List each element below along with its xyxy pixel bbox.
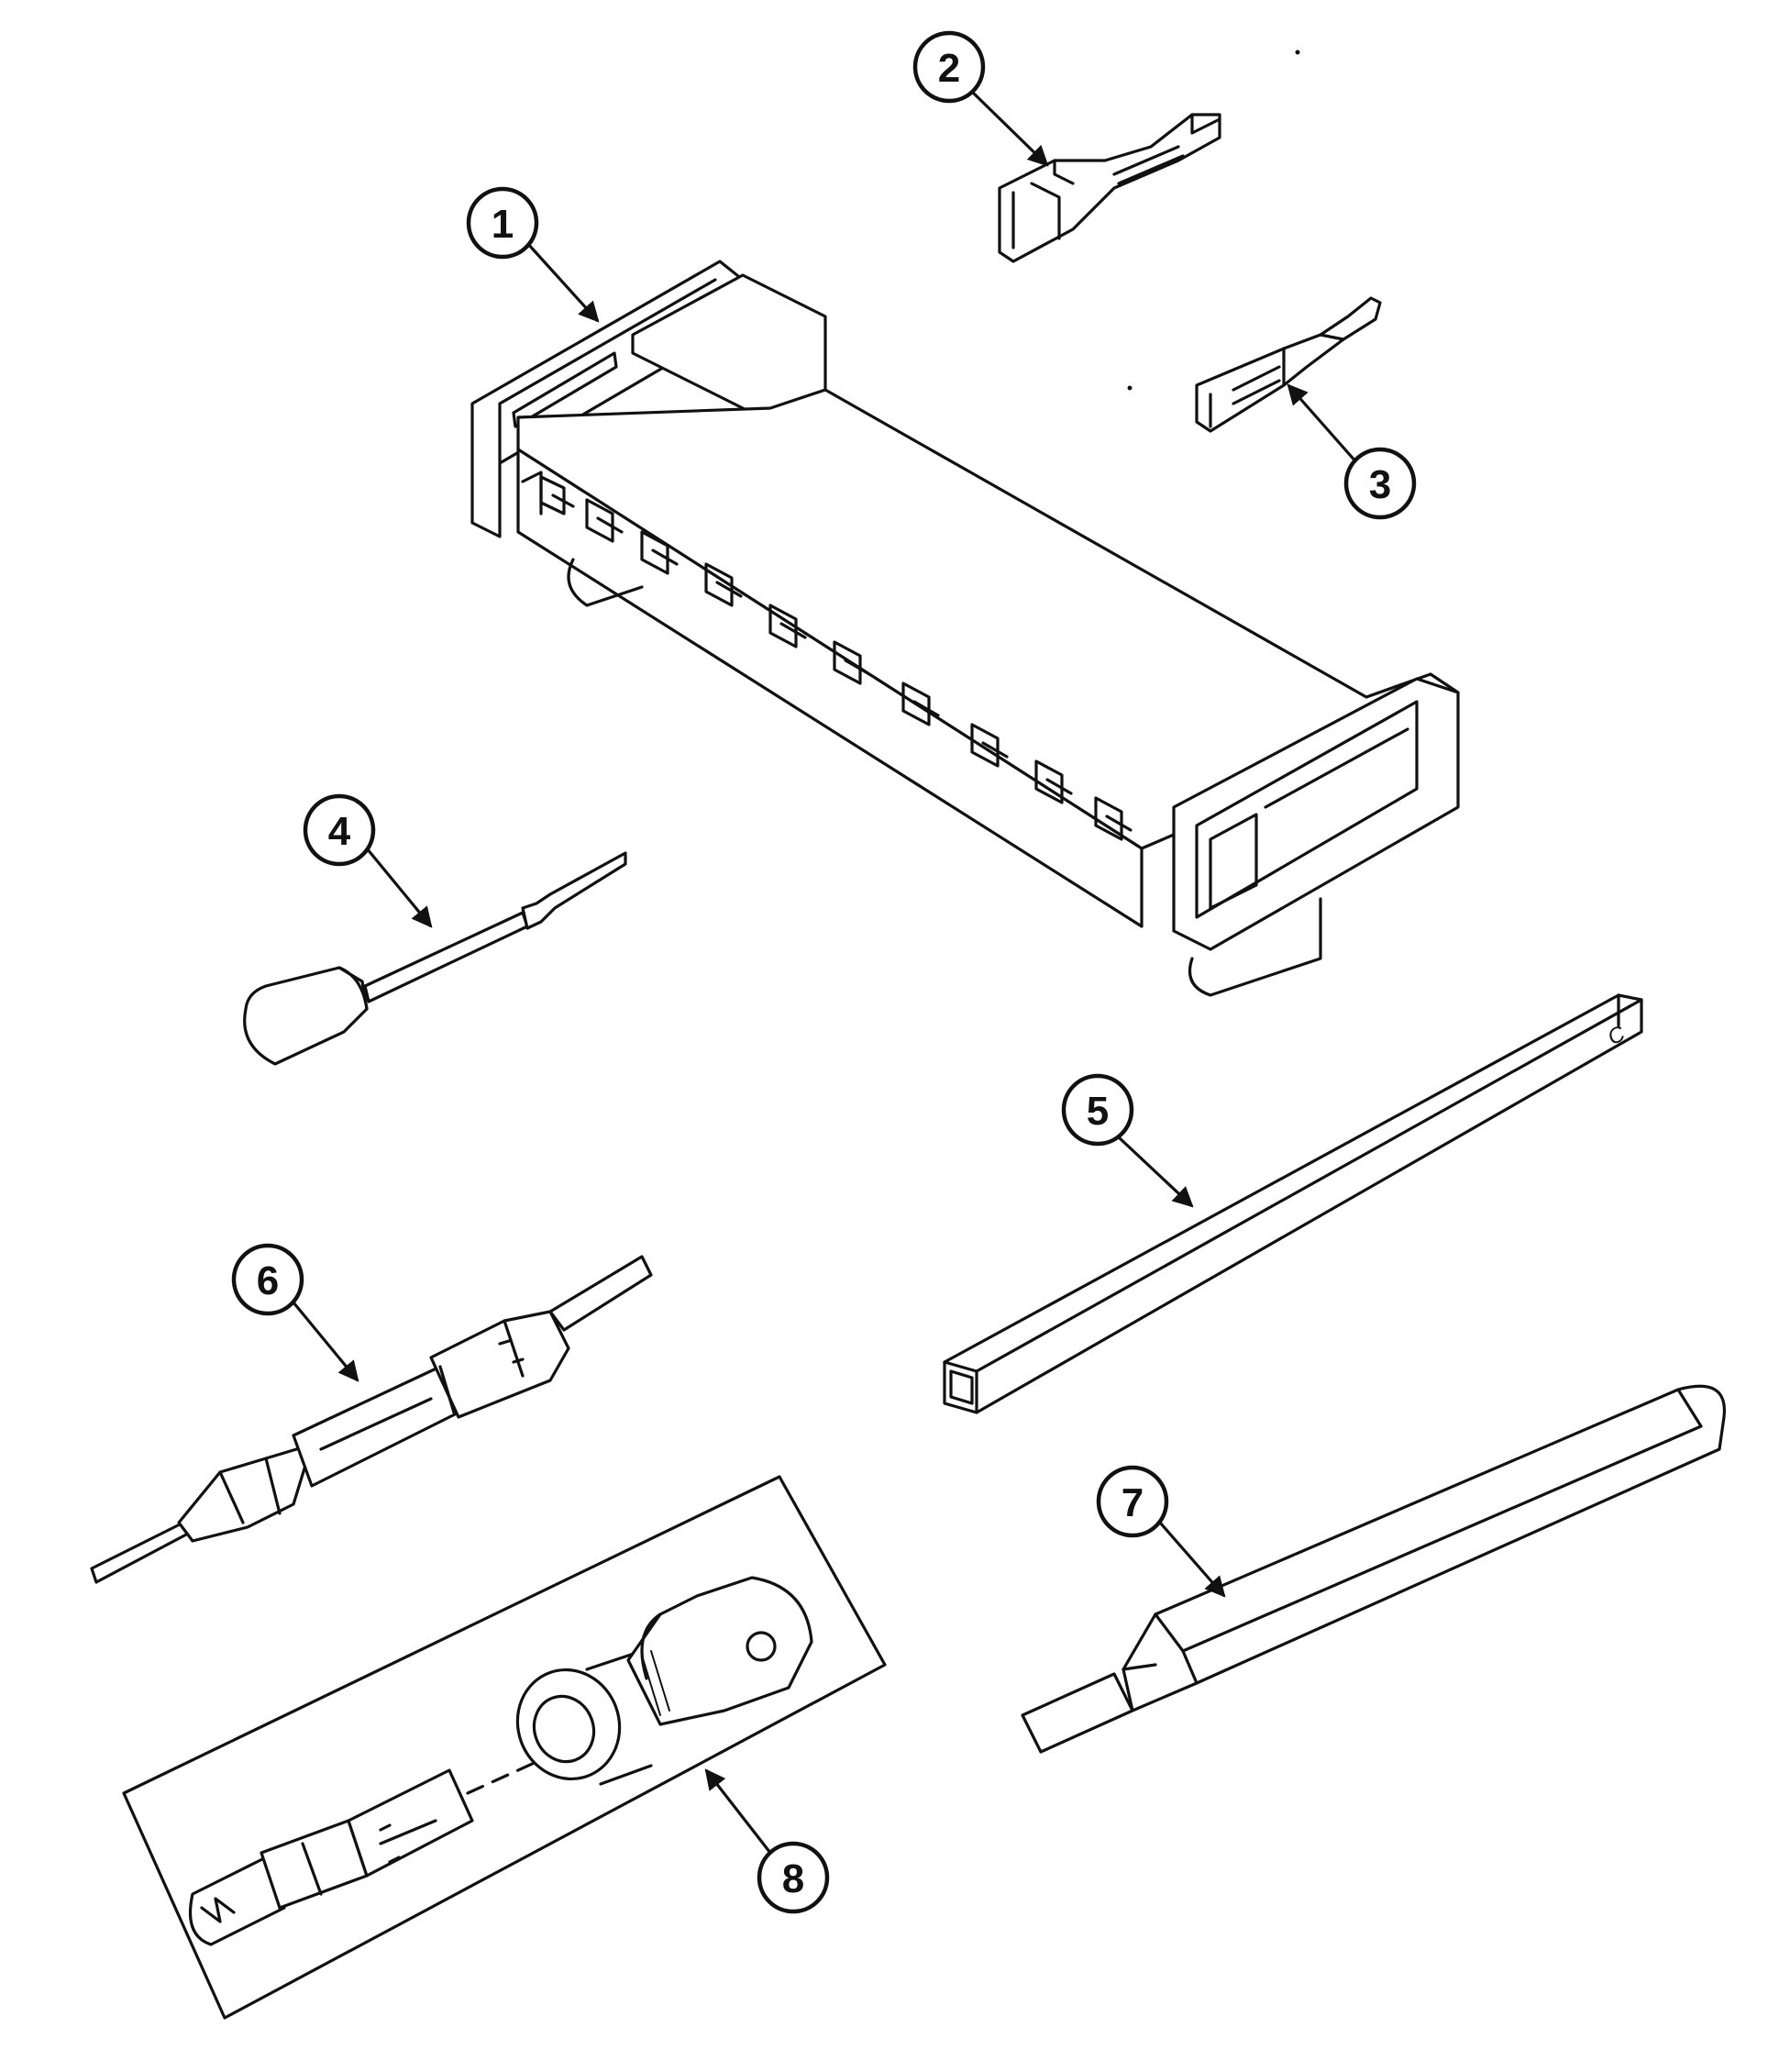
kit-box-outline xyxy=(122,1475,887,2020)
callout-8: 8 xyxy=(704,1768,830,1914)
callout-3: 3 xyxy=(1287,383,1417,520)
scan-speck xyxy=(1295,50,1300,55)
callout-4-label: 4 xyxy=(328,809,351,854)
large-terminal xyxy=(998,113,1221,263)
socket-bit-set xyxy=(122,1475,887,2020)
callout-5: 5 xyxy=(1061,1073,1194,1208)
callout-2-label: 2 xyxy=(938,46,960,91)
terminal-cavities xyxy=(539,475,1133,841)
callout-6: 6 xyxy=(231,1243,359,1382)
extraction-pen xyxy=(90,1255,653,1584)
callout-1-label: 1 xyxy=(492,202,514,247)
small-terminal xyxy=(1195,296,1382,433)
callout-8-label: 8 xyxy=(782,1856,804,1901)
callout-7: 7 xyxy=(1096,1465,1226,1598)
scan-speck xyxy=(1127,385,1133,391)
callout-1: 1 xyxy=(466,186,600,323)
hex-driver xyxy=(1021,1384,1726,1754)
callout-2: 2 xyxy=(912,30,1049,167)
probe-tool xyxy=(243,851,627,1066)
callout-4: 4 xyxy=(303,793,433,928)
callout-7-label: 7 xyxy=(1122,1480,1144,1525)
callout-6-label: 6 xyxy=(257,1258,279,1303)
square-rod: C xyxy=(943,993,1643,1414)
connector-housing xyxy=(470,260,1460,997)
callout-5-label: 5 xyxy=(1087,1089,1109,1134)
callout-3-label: 3 xyxy=(1369,462,1391,507)
